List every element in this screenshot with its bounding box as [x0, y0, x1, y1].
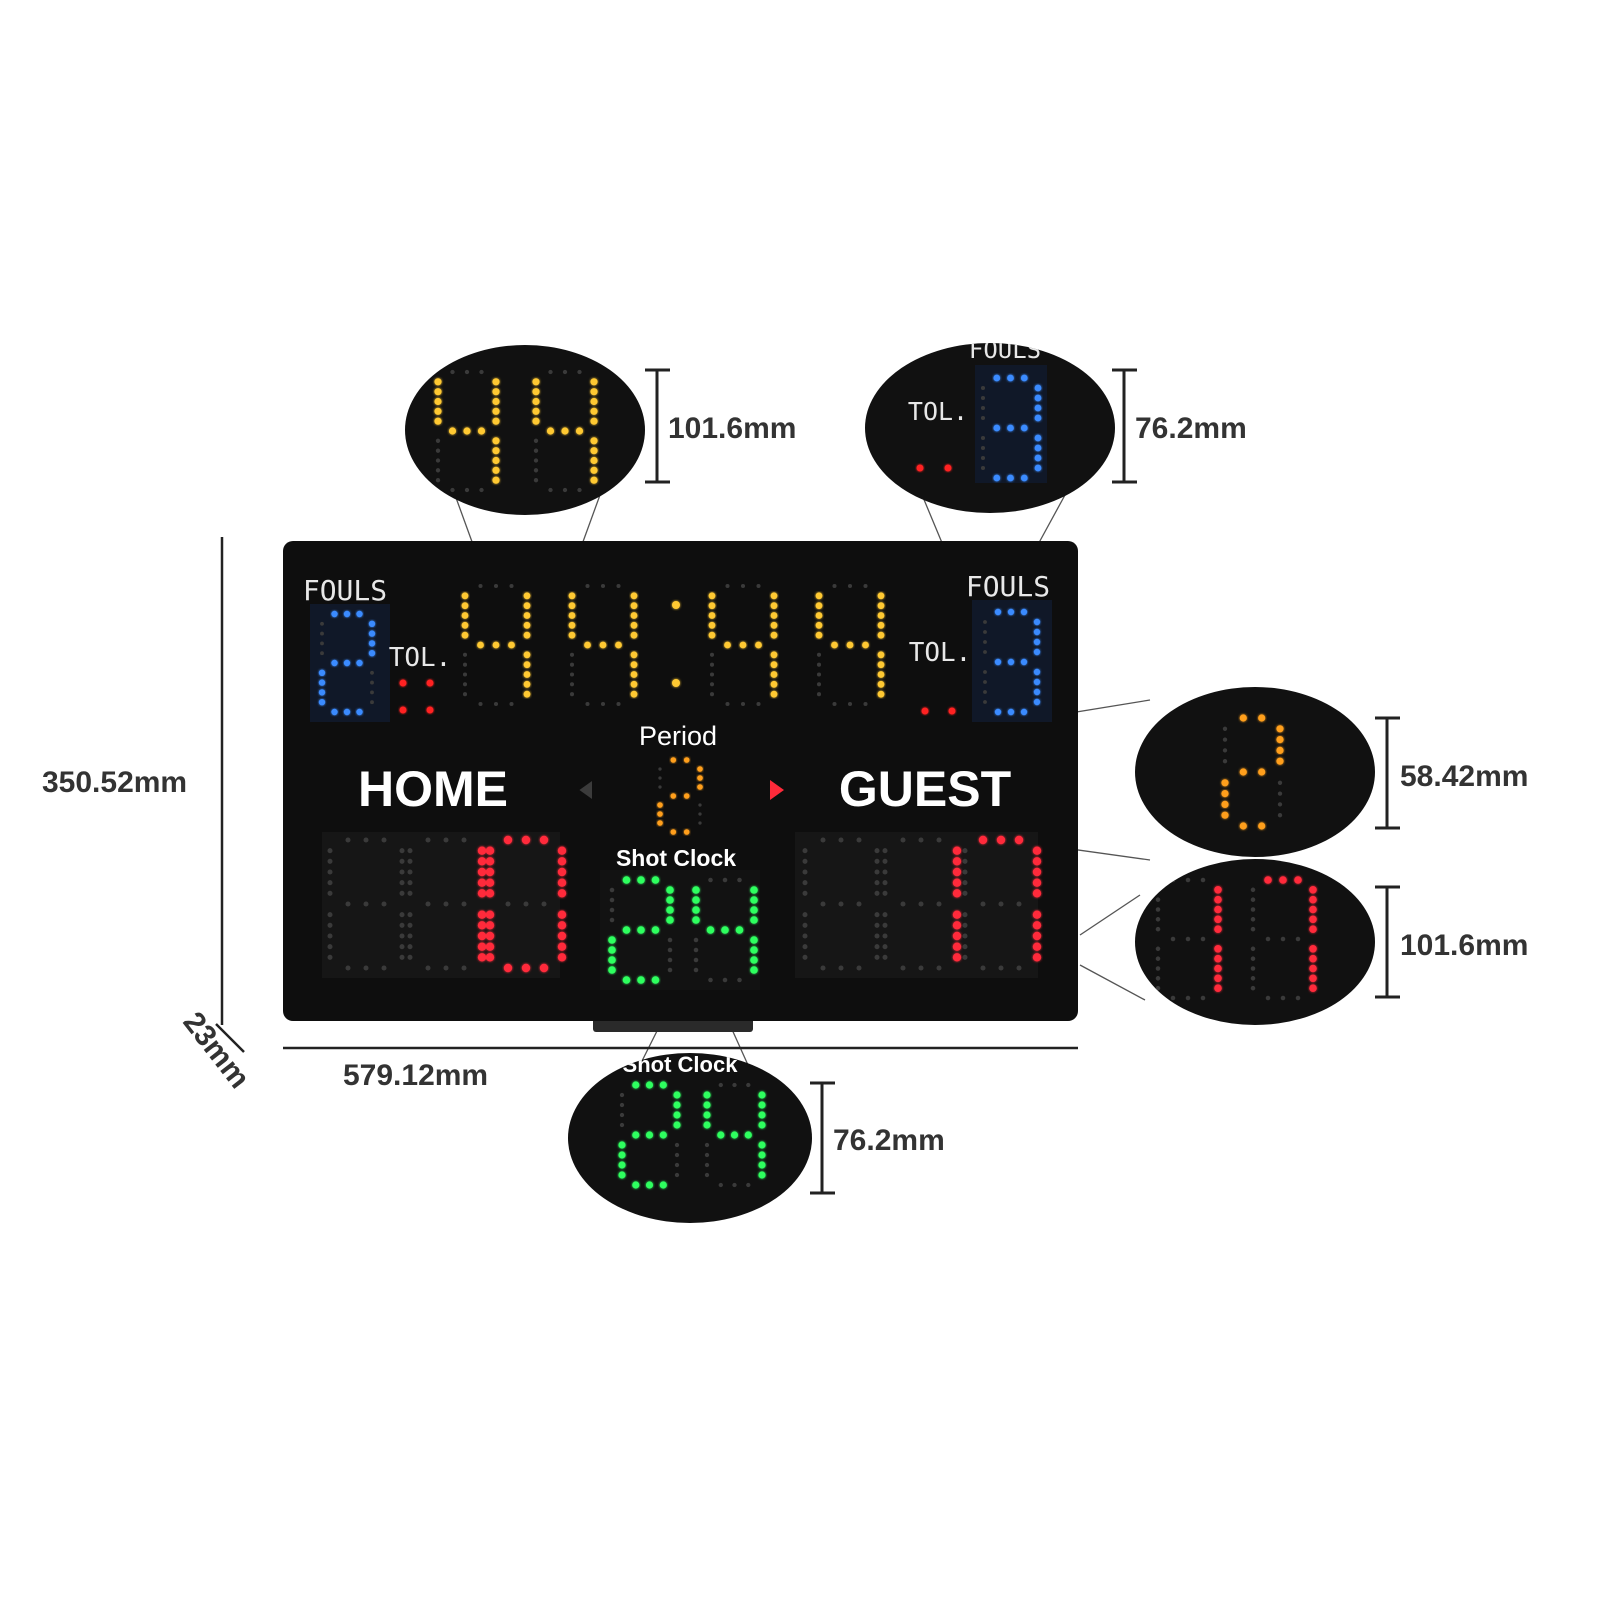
period-display — [657, 757, 703, 835]
shot-clock-digit — [608, 876, 674, 984]
guest-tol-led — [948, 707, 956, 715]
callout-score-digit — [1250, 876, 1317, 1001]
home-score-display — [327, 835, 567, 973]
guest-possession-arrow — [770, 780, 784, 800]
guest-label: GUEST — [839, 761, 1011, 817]
callout-fouls-zoom: FOULS TOL. — [865, 336, 1115, 513]
guest-score-digit — [882, 837, 962, 971]
scoreboard: FOULS FOULS TOL. TOL. Period HOME GUEST … — [283, 541, 1078, 1032]
home-possession-arrow — [579, 781, 592, 799]
score-digit-height-label: 101.6mm — [1400, 929, 1528, 962]
guest-score-panel — [795, 832, 1038, 978]
callout-tol-led — [916, 464, 924, 472]
period-digit — [657, 757, 703, 835]
home-fouls-display — [318, 610, 376, 716]
home-score-digit — [327, 837, 405, 971]
clock-colon-bottom — [672, 679, 680, 687]
shot-clock-display — [608, 876, 758, 984]
callout-clock-zoom — [405, 345, 645, 515]
callout-score-zoom — [1135, 859, 1375, 1025]
callout-period-digit — [1221, 714, 1284, 830]
home-score-digit — [485, 835, 567, 973]
callout-clock-digit — [532, 369, 598, 493]
home-tol-led — [399, 679, 407, 687]
callout-tol-led — [944, 464, 952, 472]
guest-fouls-digit — [983, 608, 1041, 716]
clock-colon-top — [672, 601, 680, 609]
home-tol-led — [426, 706, 434, 714]
shot-clock-label: Shot Clock — [616, 845, 736, 871]
home-tol-led — [399, 706, 407, 714]
dimension-brackets — [645, 368, 1400, 1195]
home-tol-label: TOL. — [389, 643, 452, 673]
clock-seconds-digit — [708, 583, 778, 707]
home-tol-led — [426, 679, 434, 687]
clock-seconds-digit — [815, 583, 885, 707]
callout-fouls-digit — [980, 374, 1042, 482]
board-dimension-lines — [215, 537, 1078, 1053]
board-width-label: 579.12mm — [343, 1059, 488, 1092]
period-label: Period — [639, 721, 717, 751]
callout-score-digit — [1155, 877, 1222, 1001]
callout-shot-digit — [618, 1081, 681, 1189]
board-stand — [593, 1018, 753, 1032]
clock-minutes-digit — [461, 583, 531, 707]
possession-arrows — [579, 780, 784, 800]
guest-fouls-display — [983, 608, 1041, 716]
callout-clock-digit — [434, 369, 500, 493]
clock-minutes-digit — [568, 583, 638, 707]
board-height-label: 350.52mm — [42, 766, 187, 799]
callout-tol-label: TOL. — [908, 397, 968, 426]
home-fouls-digit — [318, 610, 376, 716]
guest-fouls-label: FOULS — [966, 570, 1050, 603]
game-clock-display — [461, 583, 885, 707]
callout-period-zoom — [1135, 687, 1375, 857]
shot-clock-digit — [692, 877, 758, 983]
callout-shot-clock-zoom: Shot Clock — [568, 1052, 812, 1223]
callout-shot-partial-label: Shot Clock — [623, 1052, 739, 1077]
home-timeouts-display — [399, 679, 434, 714]
guest-tol-led — [921, 707, 929, 715]
guest-score-display — [802, 835, 1042, 971]
guest-score-digit — [962, 835, 1042, 971]
home-score-panel — [322, 832, 560, 978]
clock-digit-height-label: 101.6mm — [668, 412, 796, 445]
guest-score-digit — [802, 837, 880, 971]
home-score-digit — [407, 837, 487, 971]
fouls-digit-height-label: 76.2mm — [1135, 412, 1247, 445]
callout-shot-digit — [703, 1082, 766, 1188]
shot-clock-digit-height-label: 76.2mm — [833, 1124, 945, 1157]
callout-fouls-partial-label: FOULS — [969, 336, 1041, 364]
home-fouls-label: FOULS — [303, 574, 387, 607]
home-label: HOME — [358, 761, 508, 817]
guest-tol-label: TOL. — [909, 638, 972, 668]
period-digit-height-label: 58.42mm — [1400, 760, 1528, 793]
guest-timeouts-display — [921, 707, 956, 715]
